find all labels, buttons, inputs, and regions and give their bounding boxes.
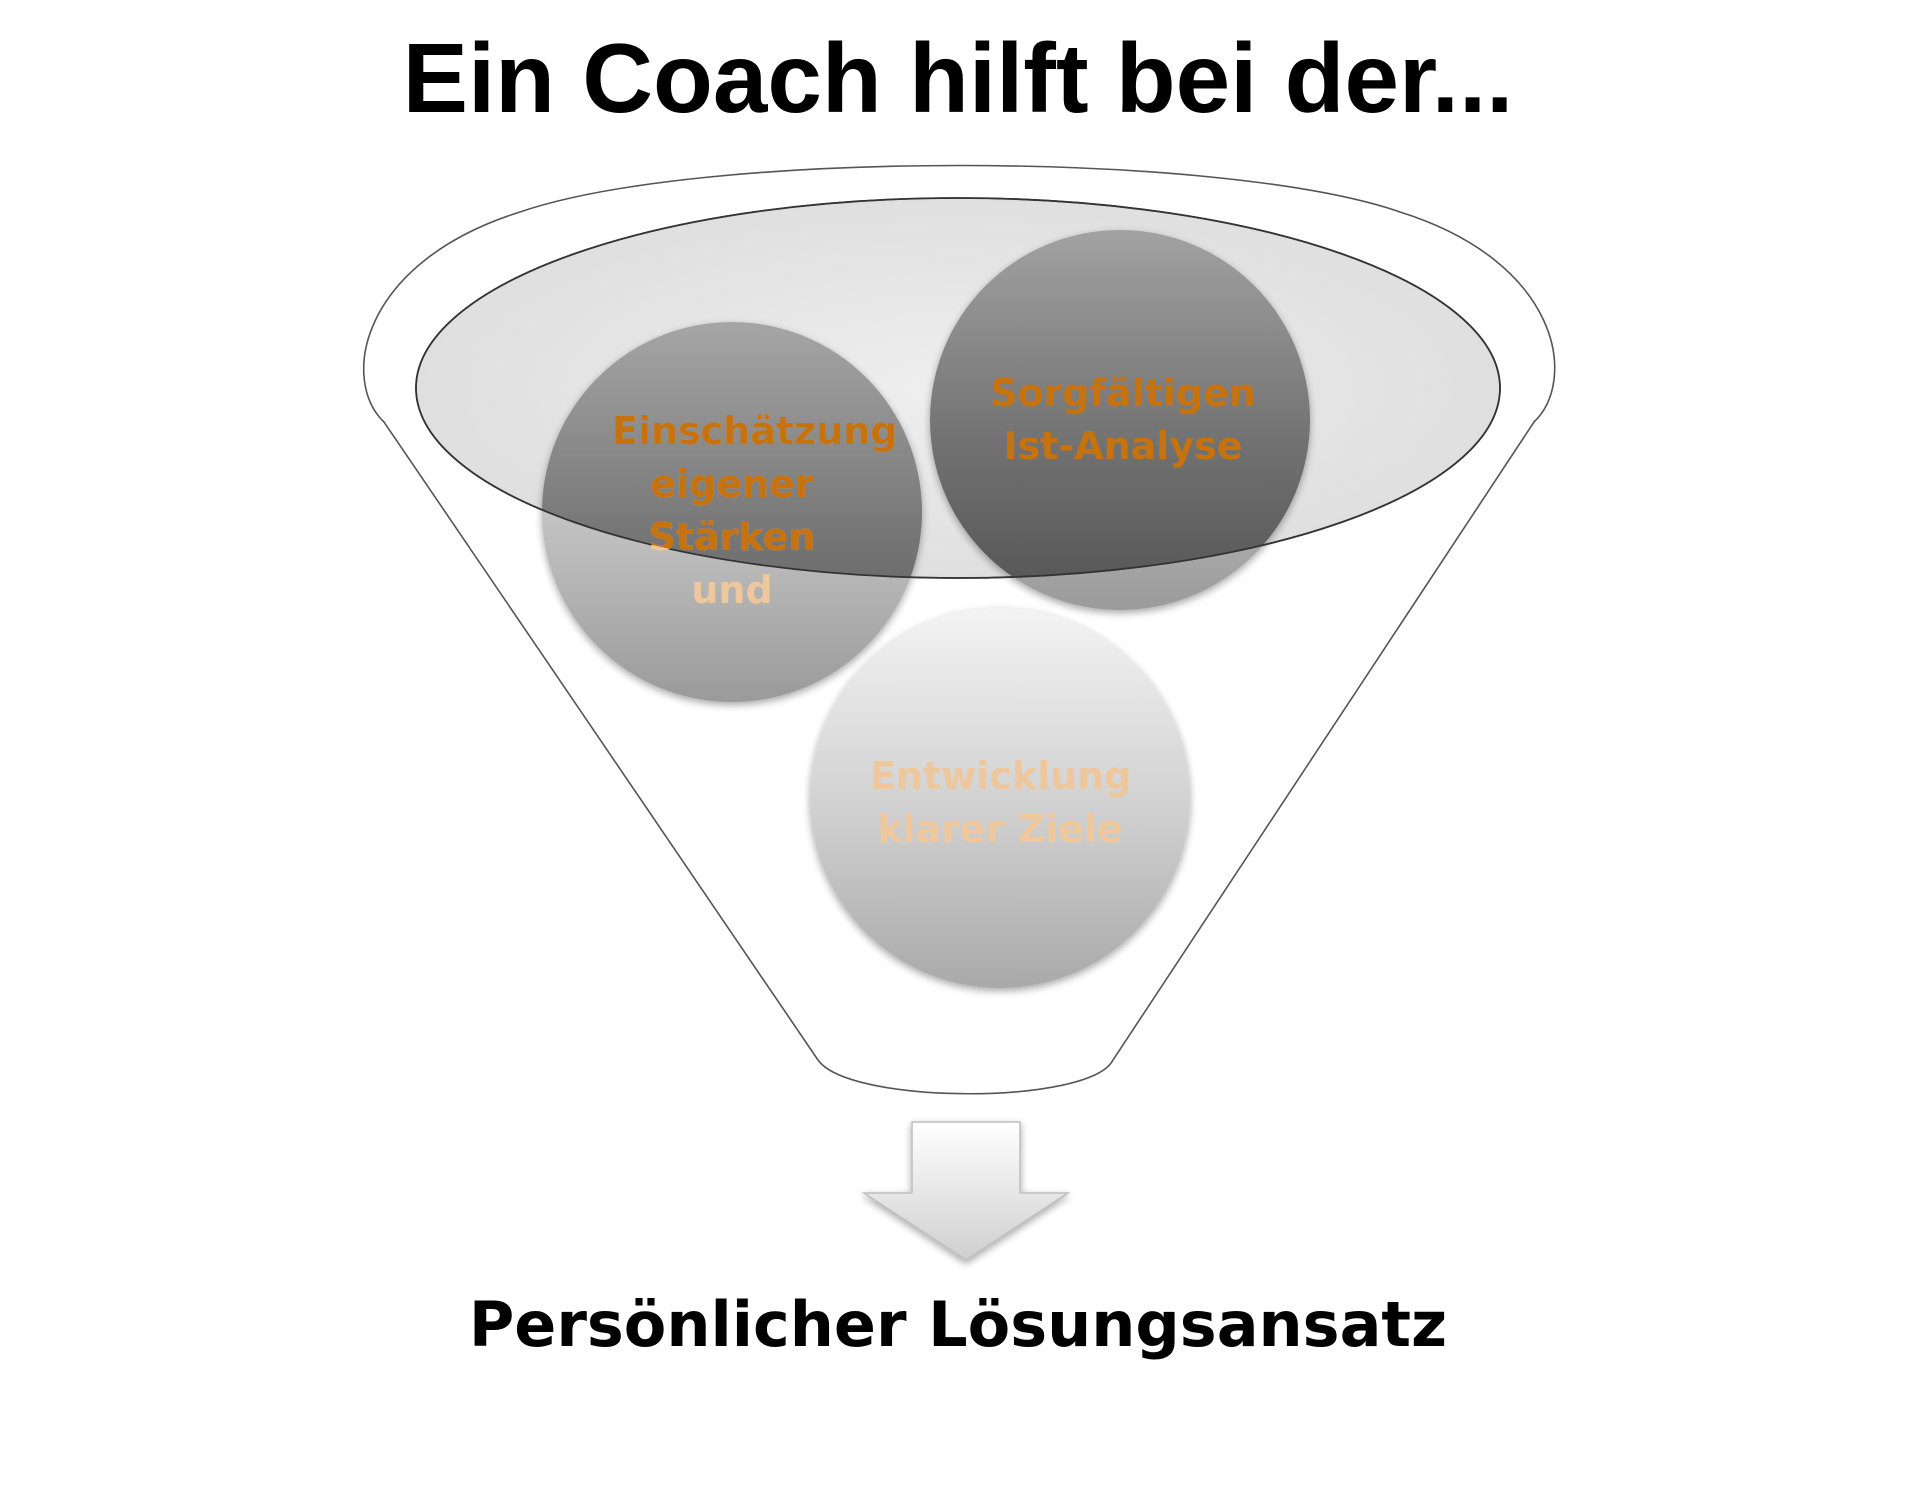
diagram-title: Ein Coach hilft bei der... <box>402 23 1514 133</box>
label-ist-analyse: Sorgfältigen Ist-Analyse <box>990 371 1256 468</box>
circle-ist-analyse-overlap <box>930 230 1310 578</box>
result-label: Persönlicher Lösungsansatz <box>468 1288 1448 1361</box>
circle-einschaetzung-overlap <box>542 322 922 578</box>
circle-entwicklung <box>810 608 1190 988</box>
label-entwicklung: Entwicklung klarer Ziele <box>870 754 1132 851</box>
funnel-rim-outline <box>415 197 1501 579</box>
label-einschaetzung-accent: Einschätzung eigener Stärken und Schwäch… <box>612 409 898 612</box>
label-einschaetzung: Einschätzung eigener Stärken und Schwäch… <box>557 405 907 625</box>
down-arrow <box>861 1121 1071 1261</box>
label-einschaetzung-accent-clip: Einschätzung eigener Stärken und Schwäch… <box>557 405 907 612</box>
label-einschaetzung-faded: Einschätzung eigener Stärken und Schwäch… <box>612 409 898 625</box>
